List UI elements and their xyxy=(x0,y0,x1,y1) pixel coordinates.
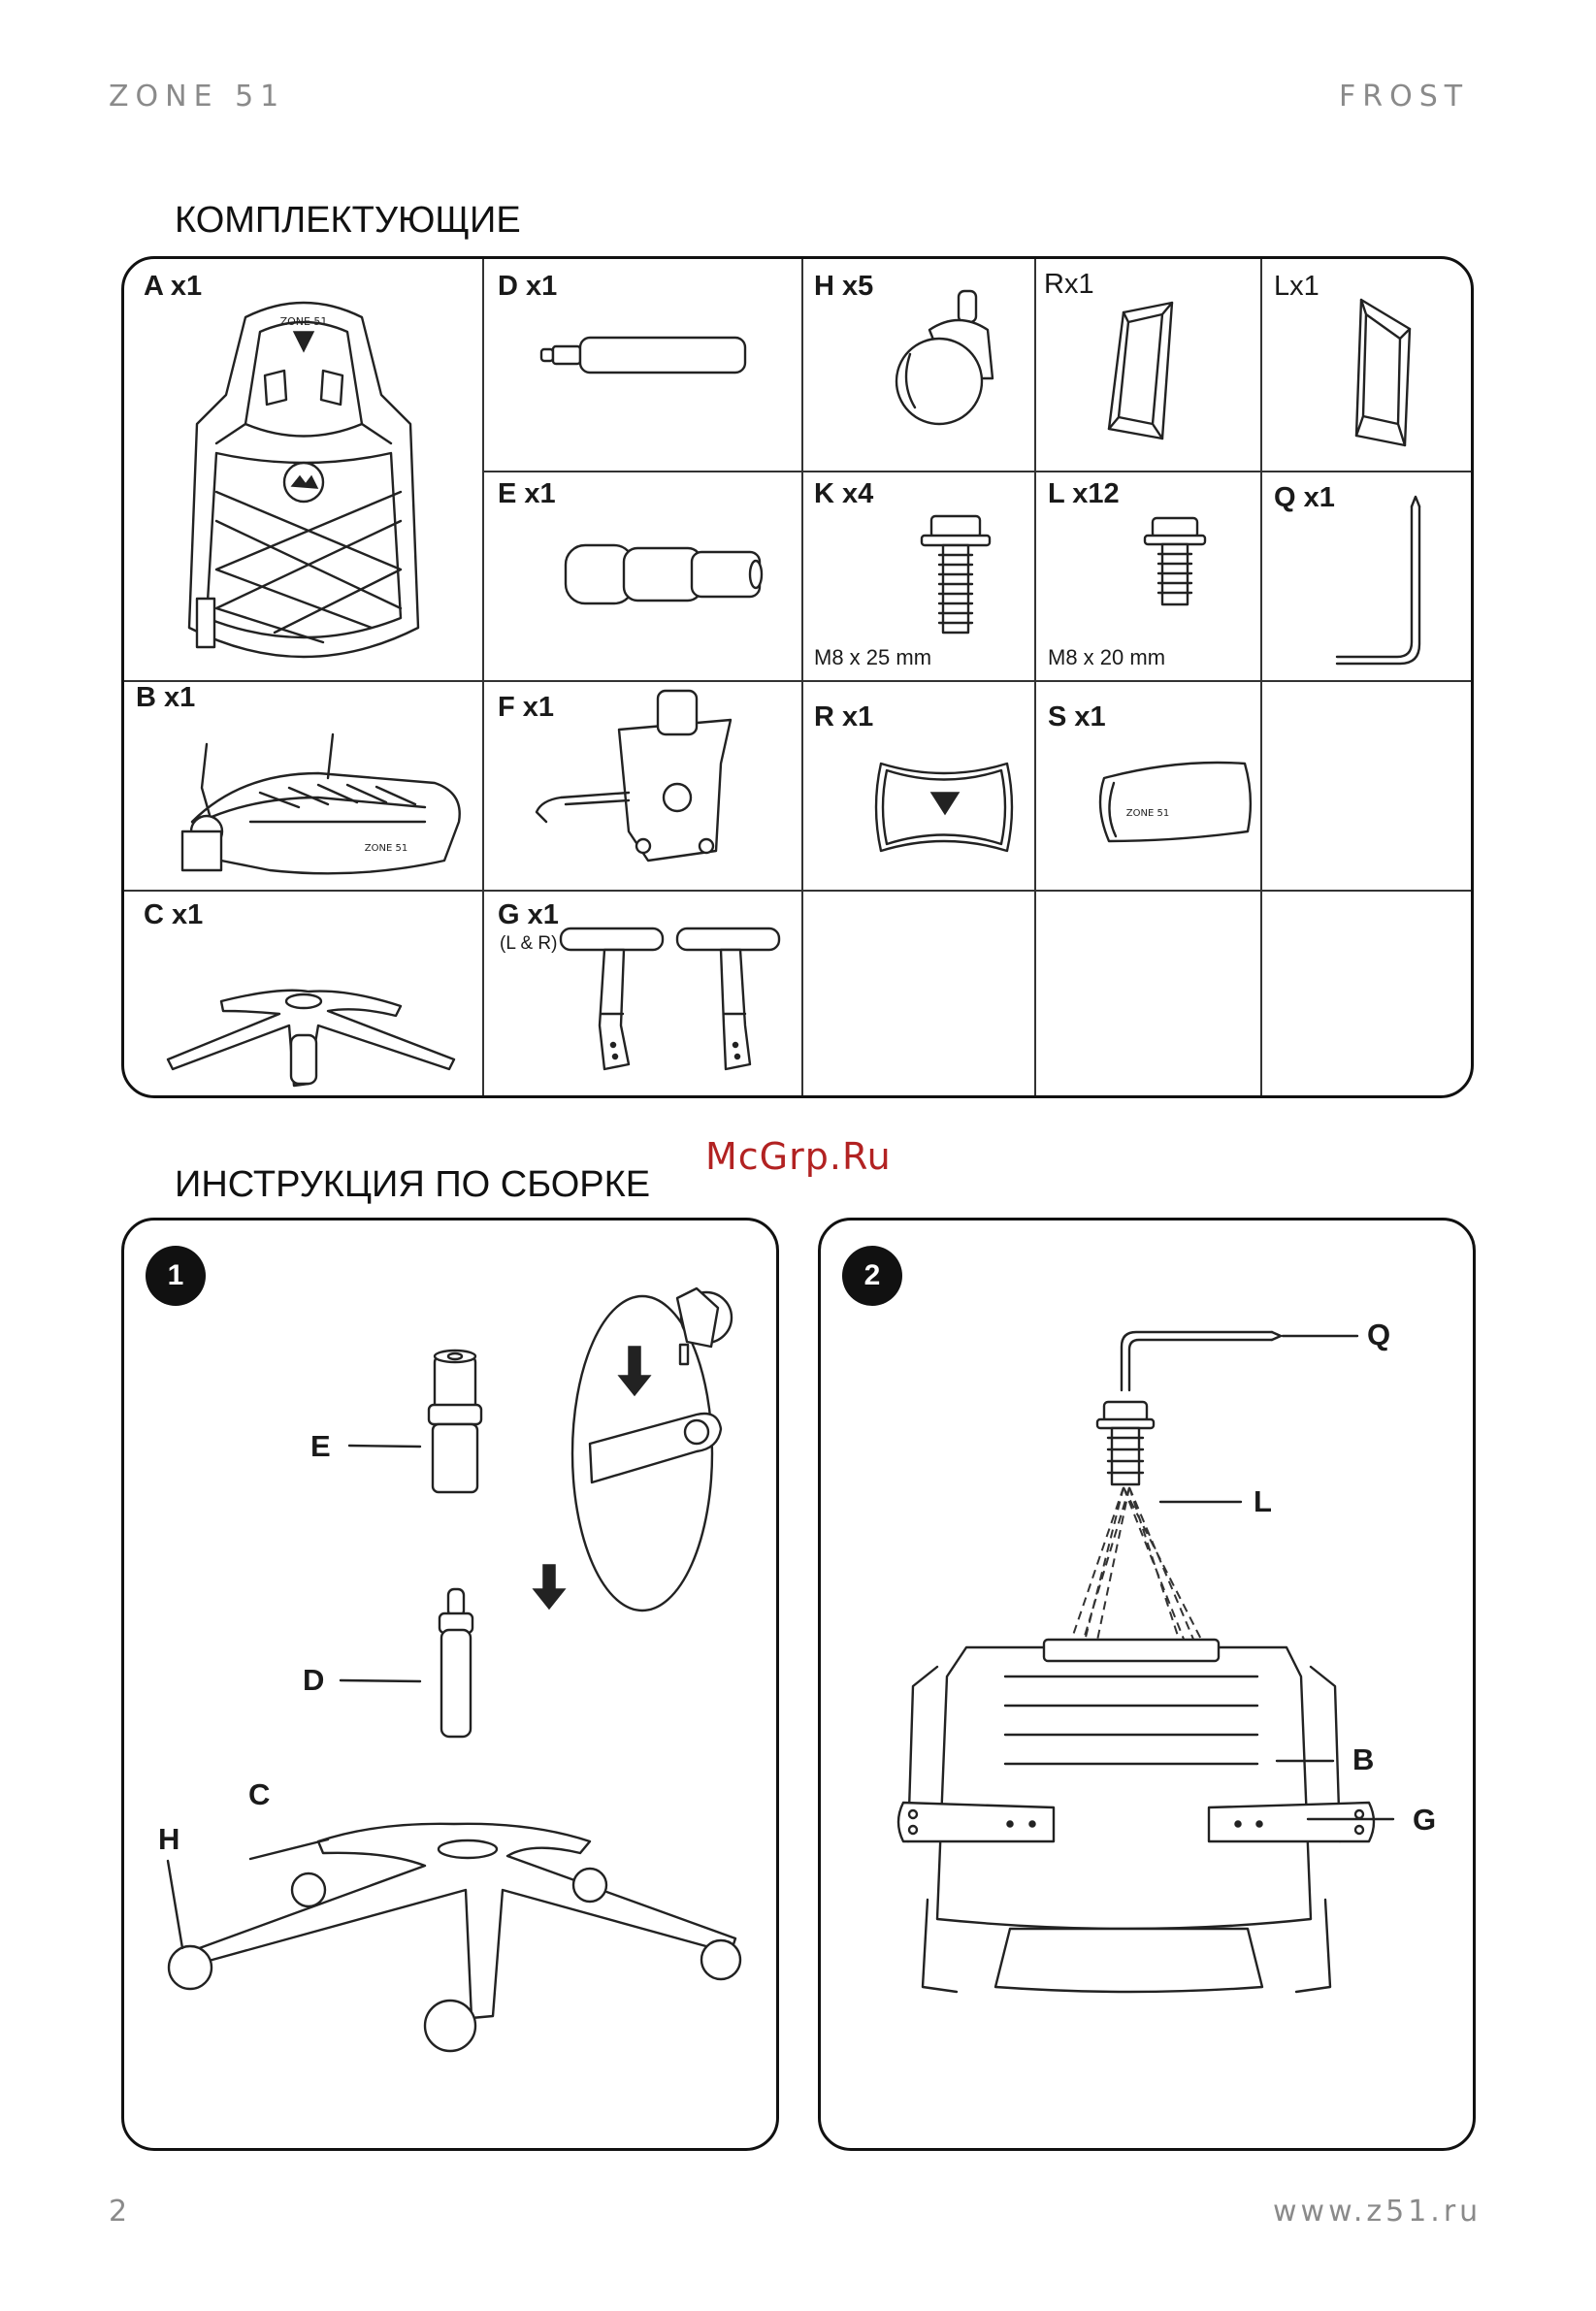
chair-base-illustration xyxy=(163,967,464,1098)
grid-line xyxy=(1260,259,1262,1098)
model-name: FROST xyxy=(1339,80,1469,114)
step-1-panel: 1 E D C H xyxy=(121,1218,779,2151)
part-label-l12: L x12 xyxy=(1048,478,1120,510)
part-label-e: E x1 xyxy=(498,478,556,510)
watermark: McGrp.Ru xyxy=(705,1135,892,1178)
website-url: www.z51.ru xyxy=(1273,2195,1482,2229)
lumbar-pillow-illustration: ZONE 51 xyxy=(1094,754,1259,851)
grid-line xyxy=(1034,259,1036,1098)
bolt-k-illustration xyxy=(922,511,999,637)
callout-g: G xyxy=(1413,1803,1436,1838)
seat-logo-text: ZONE 51 xyxy=(365,843,407,854)
part-label-b: B x1 xyxy=(136,682,195,714)
parts-section-title: КОМПЛЕКТУЮЩИЕ xyxy=(175,200,521,242)
hex-key-illustration xyxy=(1332,497,1429,662)
step-2-illustration xyxy=(821,1221,1479,2154)
callout-l: L xyxy=(1254,1484,1272,1519)
bolt-l-illustration xyxy=(1143,513,1211,610)
headrest-pillow-illustration xyxy=(871,754,1017,861)
part-label-k: K x4 xyxy=(814,478,873,510)
brand-logo-left: ZONE 51 xyxy=(109,80,285,114)
part-note-g: (L & R) xyxy=(500,933,557,955)
callout-b: B xyxy=(1352,1742,1374,1777)
part-label-r-top: Rx1 xyxy=(1044,269,1094,301)
side-cover-left-illustration xyxy=(1352,300,1419,455)
part-note-k: M8 x 25 mm xyxy=(814,645,931,670)
caster-illustration xyxy=(891,286,1017,432)
tilt-mechanism-illustration xyxy=(522,686,794,880)
seat-illustration: ZONE 51 xyxy=(163,715,473,880)
pillow-logo-text: ZONE 51 xyxy=(1126,808,1169,819)
step-1-illustration xyxy=(124,1221,782,2154)
backrest-illustration: ZONE 51 xyxy=(178,278,430,667)
part-label-h: H x5 xyxy=(814,271,873,303)
callout-c: C xyxy=(248,1777,270,1812)
part-label-d: D x1 xyxy=(498,271,557,303)
step-2-panel: 2 Q L B G xyxy=(818,1218,1476,2151)
page-number: 2 xyxy=(109,2195,127,2229)
part-label-r: R x1 xyxy=(814,701,873,733)
part-label-c: C x1 xyxy=(144,899,203,931)
armrests-illustration xyxy=(561,928,803,1093)
assembly-section-title: ИНСТРУКЦИЯ ПО СБОРКЕ xyxy=(175,1164,650,1206)
part-note-l12: M8 x 20 mm xyxy=(1048,645,1165,670)
gas-cover-illustration xyxy=(566,540,769,608)
part-label-q: Q x1 xyxy=(1274,482,1335,514)
grid-line xyxy=(124,680,1474,682)
gas-lift-illustration xyxy=(541,332,755,380)
grid-line xyxy=(482,259,484,1098)
grid-line xyxy=(124,890,1474,892)
grid-line xyxy=(482,471,1474,472)
callout-e: E xyxy=(310,1429,331,1464)
side-cover-right-illustration xyxy=(1104,303,1182,448)
part-label-s: S x1 xyxy=(1048,701,1106,733)
parts-table: A x1 D x1 H x5 Rx1 Lx1 E x1 K x4 M8 x 25… xyxy=(121,256,1474,1098)
part-label-g: G x1 xyxy=(498,899,559,931)
callout-d: D xyxy=(303,1663,324,1698)
backrest-logo-text: ZONE 51 xyxy=(280,315,328,328)
callout-q: Q xyxy=(1367,1318,1390,1352)
part-label-l-top: Lx1 xyxy=(1274,271,1319,303)
callout-h: H xyxy=(158,1822,179,1857)
